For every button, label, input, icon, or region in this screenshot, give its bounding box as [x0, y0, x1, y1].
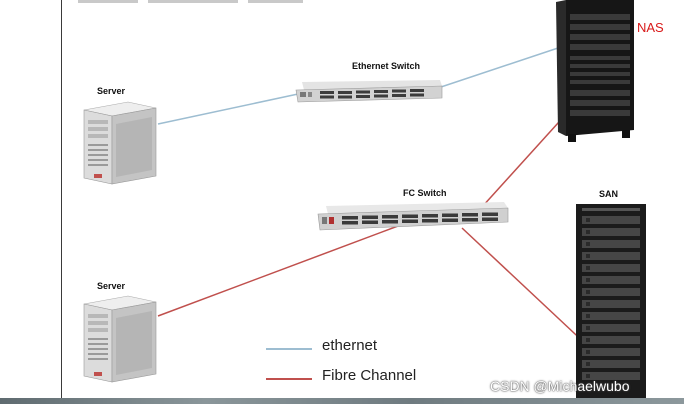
server-top-icon [83, 101, 157, 185]
ethernet-switch-label: Ethernet Switch [352, 61, 421, 71]
legend-fibre-channel-label: Fibre Channel [322, 367, 417, 384]
fc-link-switch-san [461, 227, 591, 349]
legend-ethernet-label: ethernet [322, 337, 378, 354]
legend-fibre-channel-swatch [266, 378, 312, 380]
ethernet-link-switch-nas [437, 43, 571, 89]
fc-link-server-switch [157, 225, 399, 317]
server-bottom-icon [83, 295, 157, 383]
watermark: CSDN @Michaelwubo [490, 378, 630, 394]
fc-link-switch-nas [471, 111, 569, 219]
fc-switch-label: FC Switch [403, 188, 447, 198]
san-label: SAN [599, 189, 619, 199]
fc-switch-icon [317, 202, 509, 231]
bottom-window-strip [0, 398, 684, 404]
legend-ethernet-swatch [266, 348, 312, 350]
server-bottom-label: Server [97, 281, 126, 291]
clipped-top-text-fragment [78, 0, 308, 4]
nas-icon [556, 0, 634, 142]
san-icon [576, 204, 646, 400]
ethernet-link-server-switch [157, 93, 299, 125]
left-frame-line [61, 0, 62, 398]
nas-label: NAS [637, 20, 664, 35]
ethernet-switch-icon [295, 80, 443, 103]
server-top-label: Server [97, 86, 126, 96]
